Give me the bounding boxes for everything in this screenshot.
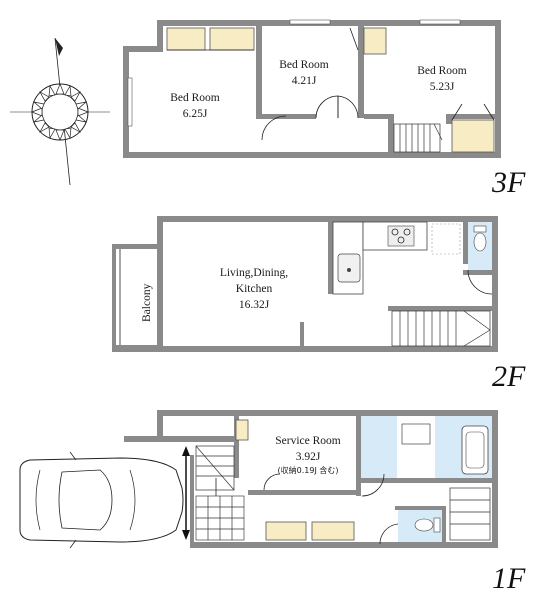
- stairs-icon: [391, 310, 491, 347]
- car-icon: [19, 451, 184, 549]
- floor-label-3f: 3F: [491, 166, 526, 199]
- sink-icon: [337, 253, 361, 283]
- toilet-icon: [414, 517, 441, 533]
- room-name-3f-3: Bed Room: [417, 65, 467, 77]
- room-size-1f-1: 3.92J: [296, 451, 321, 463]
- room-name2-2f-1: Kitchen: [236, 283, 273, 295]
- floor-3f: Bed Room 6.25J Bed Room 4.21J Bed Room 5…: [123, 19, 526, 199]
- toilet-icon: [473, 225, 487, 252]
- room-name-3f-1: Bed Room: [170, 92, 220, 104]
- stairs-icon: [393, 123, 443, 153]
- compass-rose-icon: [10, 37, 110, 186]
- floor-label-1f: 1F: [492, 562, 526, 595]
- room-size-3f-3: 5.23J: [430, 81, 455, 93]
- room-note-1f-1: (収納0.19J 含む): [278, 465, 339, 475]
- room-size-3f-2: 4.21J: [292, 75, 317, 87]
- bathtub-icon: [461, 425, 489, 475]
- stove-icon: [387, 225, 415, 247]
- floor-1f: Service Room 3.92J (収納0.19J 含む) 1F: [19, 410, 526, 595]
- room-size-3f-1: 6.25J: [183, 108, 208, 120]
- room-name-3f-2: Bed Room: [279, 59, 329, 71]
- floor-label-2f: 2F: [492, 360, 526, 393]
- room-name-2f-1: Living,Dining,: [220, 267, 288, 279]
- entry-tiles: [195, 495, 245, 541]
- room-name-1f-1: Service Room: [275, 435, 341, 447]
- room-name-balcony: Balcony: [141, 283, 153, 322]
- floor-2f: Living,Dining, Kitchen 16.32J Balcony 2F: [112, 216, 526, 393]
- room-size-2f-1: 16.32J: [239, 299, 270, 311]
- stairs-icon: [195, 445, 491, 541]
